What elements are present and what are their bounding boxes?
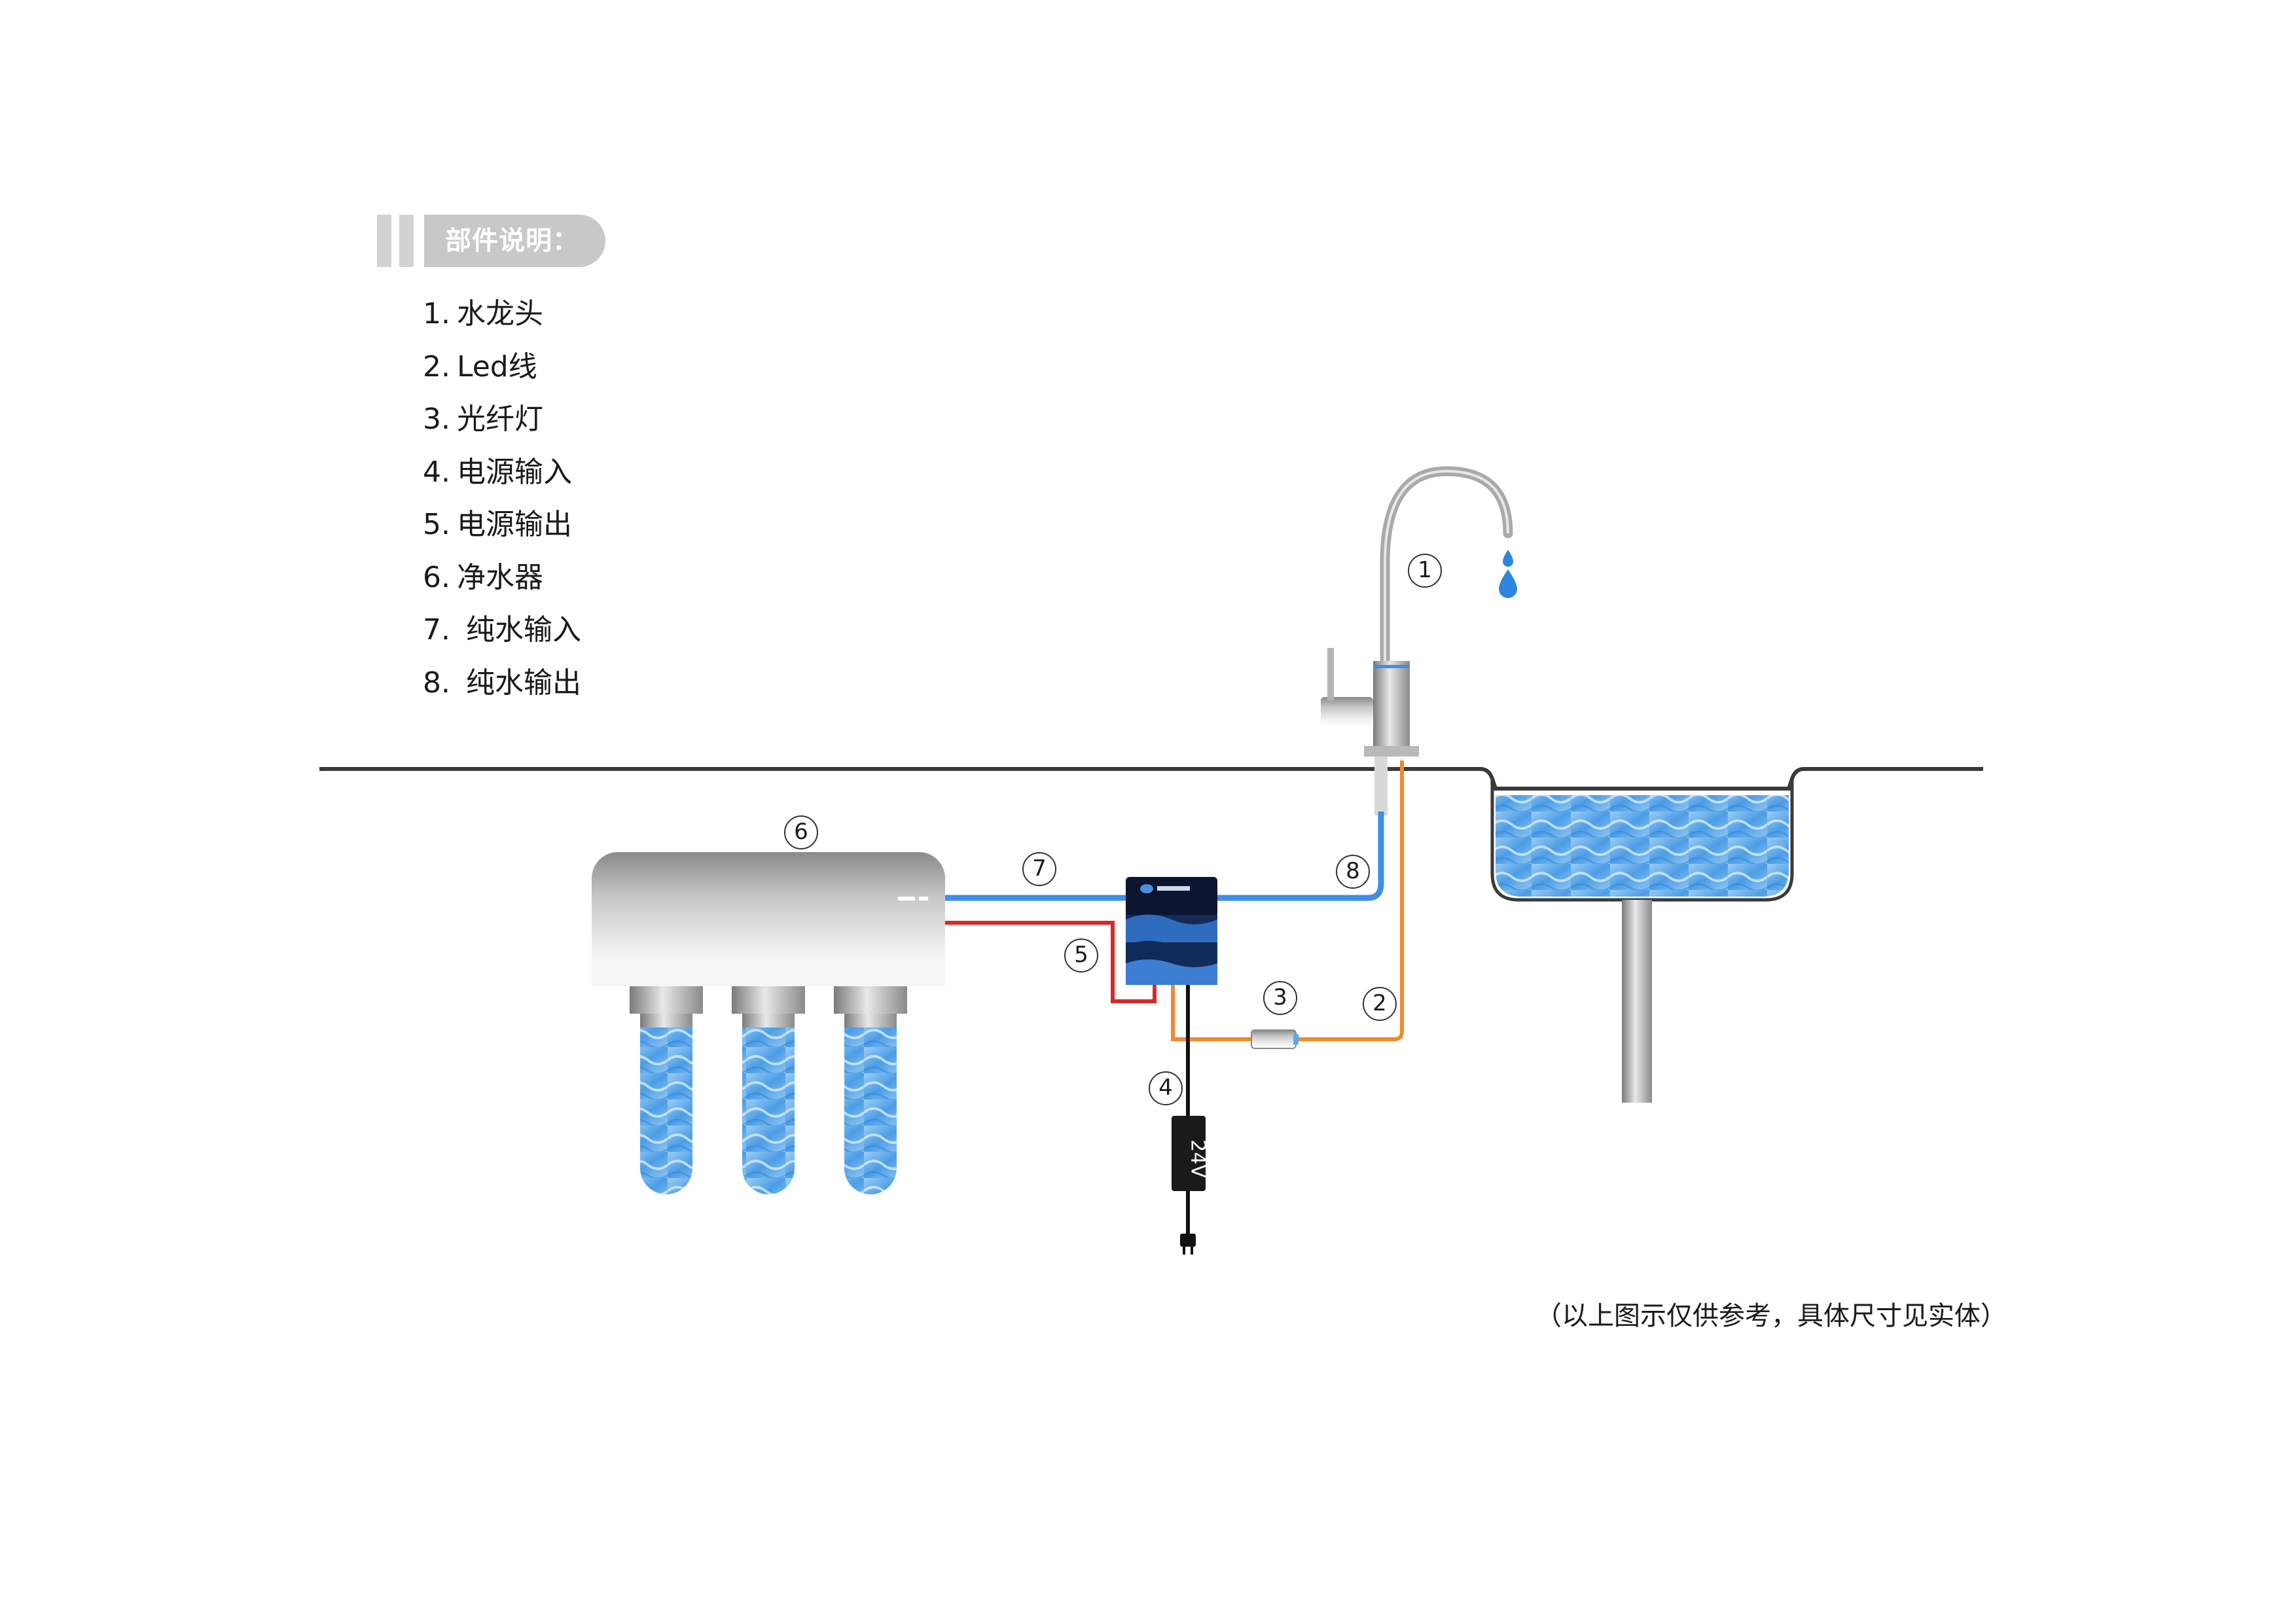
legend-item: 2.Led线 [423, 341, 581, 394]
filter-cartridge [834, 986, 907, 1194]
led-wire [1171, 760, 1404, 1041]
adapter-voltage-label: 24V [1186, 1139, 1210, 1178]
purifier-indicator [898, 897, 915, 901]
legend-item-label: 纯水输出 [456, 666, 581, 700]
callout-water-purifier: 6 [784, 815, 818, 849]
faucet-body [1373, 661, 1410, 746]
legend-item-label: 水龙头 [456, 297, 543, 330]
water-drop-large [1499, 569, 1517, 598]
legend-item-label: 纯水输入 [456, 613, 581, 647]
controller-logo-icon [1140, 884, 1153, 893]
faucet-spout [1380, 466, 1513, 673]
water-purifier [592, 852, 945, 1194]
faucet-shank [1374, 757, 1388, 815]
legend-item-number: 7. [423, 613, 450, 647]
led-controller [1126, 877, 1217, 985]
legend-item-label: Led线 [456, 349, 537, 383]
fiber-light [1251, 1029, 1297, 1049]
legend-title: 部件说明： [424, 215, 605, 267]
legend-item-label: 电源输入 [456, 455, 572, 489]
faucet [1321, 466, 1517, 815]
legend-item: 4.电源输入 [423, 446, 581, 499]
legend-item-number: 1. [423, 297, 450, 330]
legend-item: 8. 纯水输出 [423, 657, 581, 710]
legend-item: 3.光纤灯 [423, 393, 581, 446]
pure-water-output-pipe [1217, 812, 1384, 901]
legend-item: 5.电源输出 [423, 499, 581, 552]
footnote: （以上图示仅供参考，具体尺寸见实体） [1535, 1301, 2007, 1331]
faucet-blue-ring [1373, 665, 1410, 668]
faucet-handle [1327, 648, 1334, 700]
legend-item: 1.水龙头 [423, 288, 581, 341]
legend-item-label: 净水器 [456, 560, 543, 594]
legend-item-number: 6. [423, 560, 450, 594]
filter-cartridge [630, 986, 703, 1194]
legend-item: 6.净水器 [423, 552, 581, 605]
sink [1490, 779, 1794, 1103]
legend-list: 1.水龙头 2.Led线 3.光纤灯 4.电源输入 5.电源输出 6.净水器 7… [423, 288, 581, 709]
legend-header-bar [377, 215, 391, 267]
legend-item: 7. 纯水输入 [423, 604, 581, 657]
legend-item-label: 光纤灯 [456, 402, 543, 436]
callout-power-output: 5 [1064, 938, 1098, 972]
filter-cartridge [732, 986, 805, 1194]
legend-header-bar [399, 215, 414, 267]
legend-item-number: 4. [423, 455, 450, 489]
callout-power-input: 4 [1149, 1071, 1183, 1105]
callout-faucet: 1 [1408, 554, 1442, 588]
countertop-line [319, 767, 1983, 791]
legend-item-number: 2. [423, 349, 450, 383]
drain-pipe [1622, 900, 1652, 1103]
power-adapter [1172, 1116, 1206, 1191]
faucet-base [1364, 746, 1419, 757]
sink-water [1496, 795, 1789, 897]
legend-item-number: 8. [423, 666, 450, 700]
water-drop-small [1503, 550, 1513, 567]
callout-led-wire: 2 [1363, 987, 1397, 1021]
callout-pure-water-input: 7 [1022, 852, 1056, 886]
faucet-arm [1321, 697, 1373, 727]
legend-item-number: 3. [423, 402, 450, 436]
callout-fiber-light: 3 [1263, 981, 1297, 1015]
callout-pure-water-output: 8 [1336, 855, 1370, 889]
plug-icon [1180, 1234, 1196, 1255]
power-output-wire [942, 921, 1157, 1003]
legend-item-number: 5. [423, 508, 450, 541]
legend-item-label: 电源输出 [456, 508, 572, 541]
fiber-light-tip [1293, 1034, 1299, 1044]
